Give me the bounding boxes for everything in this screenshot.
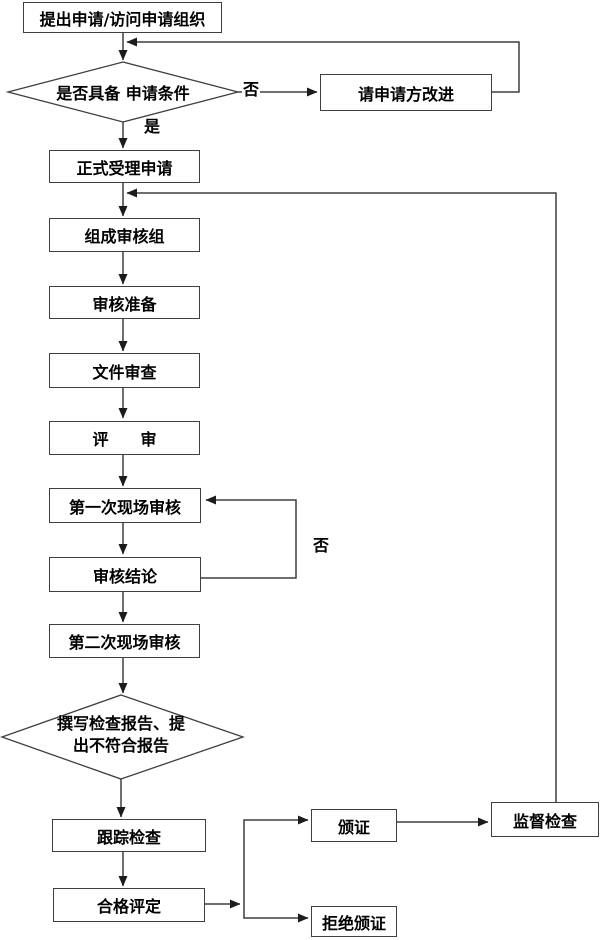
edge-branch-to-refuse — [243, 904, 309, 923]
edge-label-no-top: 否 — [242, 80, 261, 99]
node-issue-cert: 颁证 — [311, 809, 397, 842]
node-improve: 请申请方改进 — [320, 74, 492, 111]
edge-label-yes: 是 — [143, 117, 162, 136]
node-refuse-cert: 拒绝颁证 — [311, 906, 397, 937]
node-start: 提出申请/访问申请组织 — [23, 2, 222, 33]
edge-supervision-feedback — [126, 188, 557, 802]
node-supervision: 监督检查 — [491, 802, 599, 837]
node-audit-conclusion: 审核结论 — [49, 557, 201, 592]
node-check-conditions-label: 是否具备 申请条件 — [56, 84, 190, 103]
node-follow-up: 跟踪检查 — [52, 819, 206, 852]
node-form-team: 组成审核组 — [49, 218, 200, 252]
edge-conclusion-no-loop — [201, 495, 297, 579]
node-first-site-audit: 第一次现场审核 — [49, 488, 201, 523]
edge-branch-to-issue — [243, 815, 309, 904]
node-write-report-label: 撰写检查报告、提 出不符合报告 — [56, 714, 185, 755]
node-conformity: 合格评定 — [53, 888, 205, 922]
node-doc-review: 文件审查 — [49, 353, 200, 388]
node-second-site-audit: 第二次现场审核 — [49, 624, 200, 658]
edge-label-no-loop: 否 — [312, 536, 331, 555]
node-review: 评 审 — [49, 421, 200, 455]
node-accept: 正式受理申请 — [49, 150, 200, 183]
node-audit-prepare: 审核准备 — [49, 286, 200, 319]
edge-improve-feedback — [126, 37, 520, 93]
